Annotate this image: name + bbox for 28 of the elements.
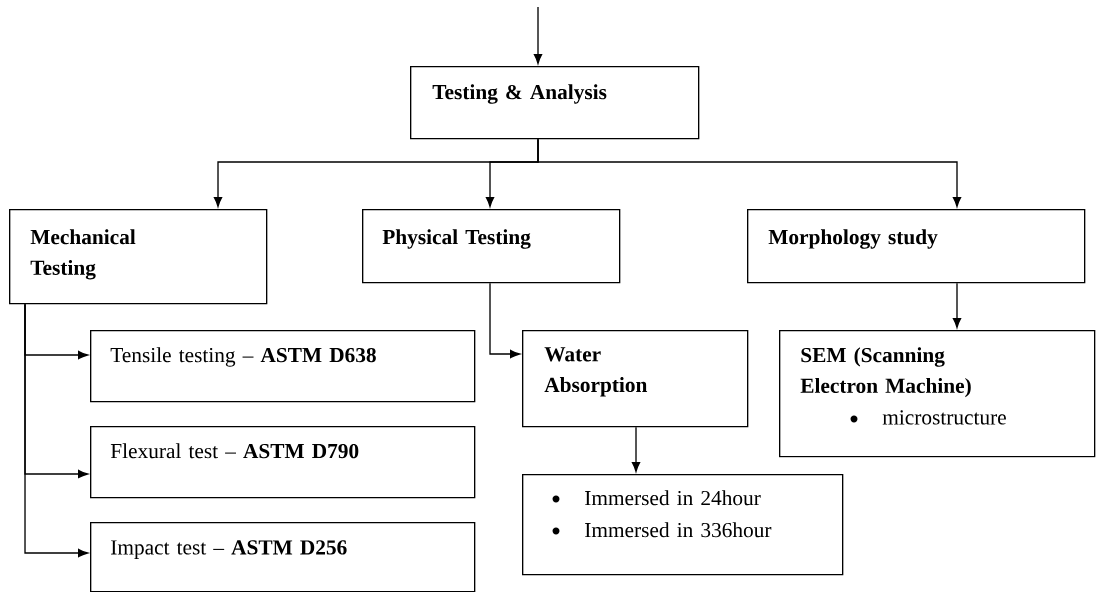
arrow [489, 282, 520, 359]
process-box [779, 330, 1096, 458]
box-label: Physical Testing [382, 229, 531, 249]
box-label: Tensile testing – ASTM D638 [110, 347, 376, 367]
box-label: Morphology study [768, 229, 938, 249]
process-box [90, 330, 476, 403]
arrow [537, 138, 962, 207]
arrow [533, 6, 543, 64]
process-box [410, 66, 700, 140]
process-box [747, 209, 1086, 284]
process-box [522, 330, 749, 428]
arrow [952, 282, 962, 328]
box-label: Testing & Analysis [432, 84, 607, 104]
process-box [522, 474, 844, 576]
process-box [9, 209, 268, 305]
list-item: Immersed in 24hour [585, 490, 761, 506]
arrow [631, 426, 641, 472]
box-label: Flexural test – ASTM D790 [110, 443, 359, 459]
arrow [24, 303, 89, 558]
list-item: Immersed in 336hour [585, 522, 772, 538]
box-label: Impact test – ASTM D256 [111, 540, 347, 559]
list-item: microstructure [882, 410, 1006, 425]
box-label: Water Absorption [544, 347, 648, 397]
box-label: SEM (Scanning Electron Machine) [800, 347, 971, 398]
box-label: Mechanical Testing [30, 229, 136, 280]
process-box [90, 426, 476, 499]
process-box [362, 209, 621, 284]
process-box [90, 522, 476, 592]
